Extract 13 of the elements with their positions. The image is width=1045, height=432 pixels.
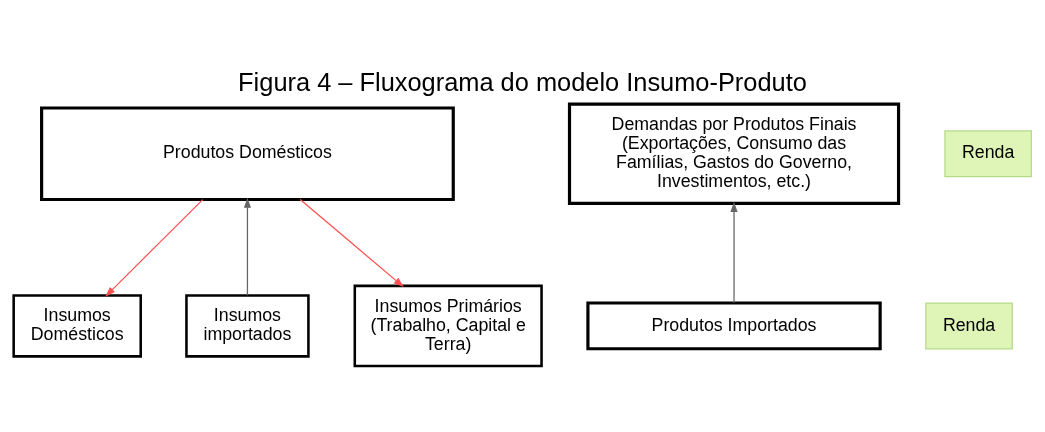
arrow (243, 197, 251, 296)
node-box: Renda (925, 302, 1013, 350)
arrow (299, 198, 404, 288)
node-box: Insumos importados (185, 294, 310, 358)
diagram-title: Figura 4 – Fluxograma do modelo Insumo-Produto (238, 68, 807, 97)
node-box: Demandas por Produtos Finais (Exportações, Consumo das Famílias, Gastos do Governo, Investimentos, etc.) (567, 102, 901, 205)
node-box: Produtos Domésticos (40, 106, 455, 202)
arrow (105, 198, 204, 297)
node-box: Insumos Domésticos (12, 294, 142, 358)
node-box: Produtos Importados (586, 301, 882, 351)
node-box: Renda (944, 130, 1032, 178)
arrow (730, 201, 738, 304)
node-box: Insumos Primários (Trabalho, Capital e Terra) (353, 284, 543, 368)
